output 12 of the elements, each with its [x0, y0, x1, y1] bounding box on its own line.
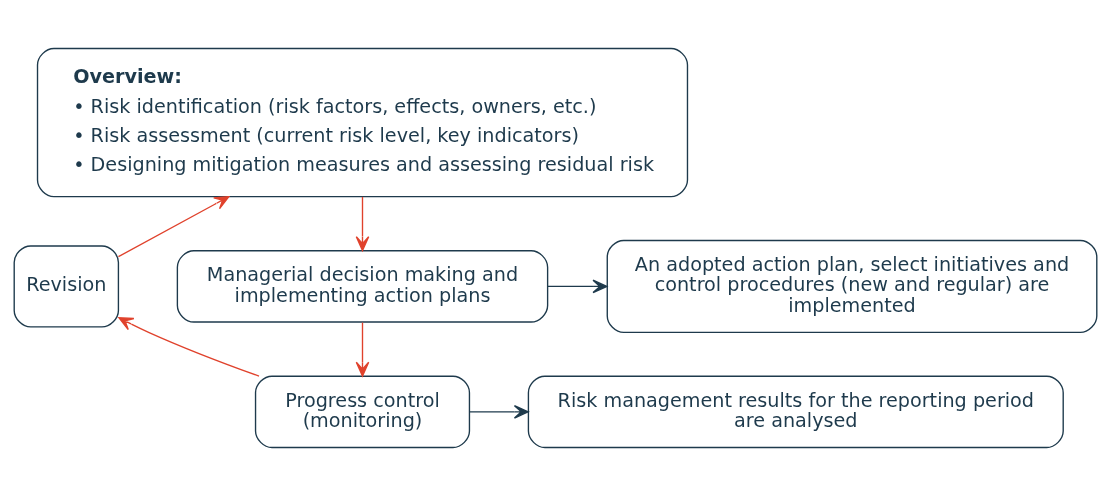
arrow: [117, 196, 230, 258]
node-box: Overview: • Risk identification (risk factors, effects, owners, etc.) • Risk assessment (current risk level, key indicators) • Designing mitigation measures and assessing residual risk: [36, 47, 689, 198]
arrow: [468, 405, 529, 419]
arrow: [118, 317, 260, 377]
node-box: An adopted action plan, select initiatives and control procedures (new and regular) are implemented: [606, 239, 1098, 333]
arrow: [355, 321, 370, 377]
node-box: Risk management results for the reporting period are analysed: [527, 375, 1064, 449]
node-box: Managerial decision making and implementing action plans: [176, 250, 549, 323]
node-box: Progress control (monitoring): [254, 375, 471, 449]
node-box: Revision: [13, 245, 120, 328]
arrow: [355, 196, 370, 252]
arrow: [547, 279, 608, 294]
